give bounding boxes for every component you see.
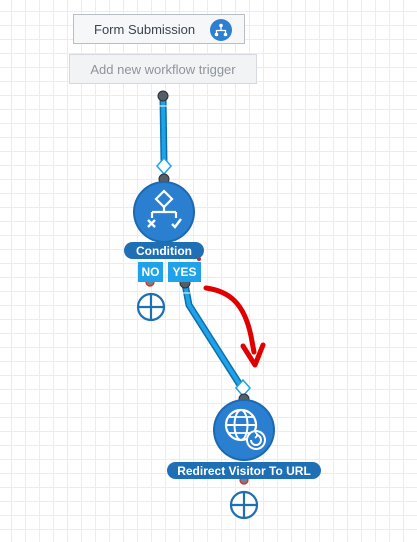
globe-redirect-icon: [224, 408, 266, 450]
condition-label-text: Condition: [136, 243, 192, 258]
no-branch-label: NO: [141, 265, 160, 279]
condition-input-diamond[interactable]: [156, 156, 172, 176]
trigger-label: Form Submission: [94, 21, 196, 37]
connector-yes-to-action[interactable]: [181, 280, 244, 389]
yes-branch-tab[interactable]: YES: [168, 262, 201, 282]
trigger-output-port[interactable]: [157, 90, 169, 102]
sitemap-icon: [210, 19, 232, 41]
no-branch-tab[interactable]: NO: [138, 262, 163, 282]
redirect-node-label[interactable]: Redirect Visitor To URL: [167, 462, 321, 479]
add-workflow-trigger-button[interactable]: Add new workflow trigger: [69, 54, 257, 84]
connector-trigger-to-condition[interactable]: [159, 94, 168, 166]
trigger-box-form-submission[interactable]: Form Submission: [73, 14, 245, 44]
yes-branch-label: YES: [172, 265, 197, 279]
red-annotation-arrow: [203, 285, 266, 368]
add-node-after-action-icon[interactable]: [229, 490, 259, 520]
condition-branch-icon: [147, 189, 182, 229]
redirect-label-text: Redirect Visitor To URL: [177, 463, 311, 478]
condition-node-label[interactable]: Condition: [124, 242, 204, 259]
add-node-no-branch-icon[interactable]: [136, 292, 166, 322]
add-trigger-label: Add new workflow trigger: [90, 61, 236, 77]
redirect-action-node[interactable]: [213, 399, 275, 461]
